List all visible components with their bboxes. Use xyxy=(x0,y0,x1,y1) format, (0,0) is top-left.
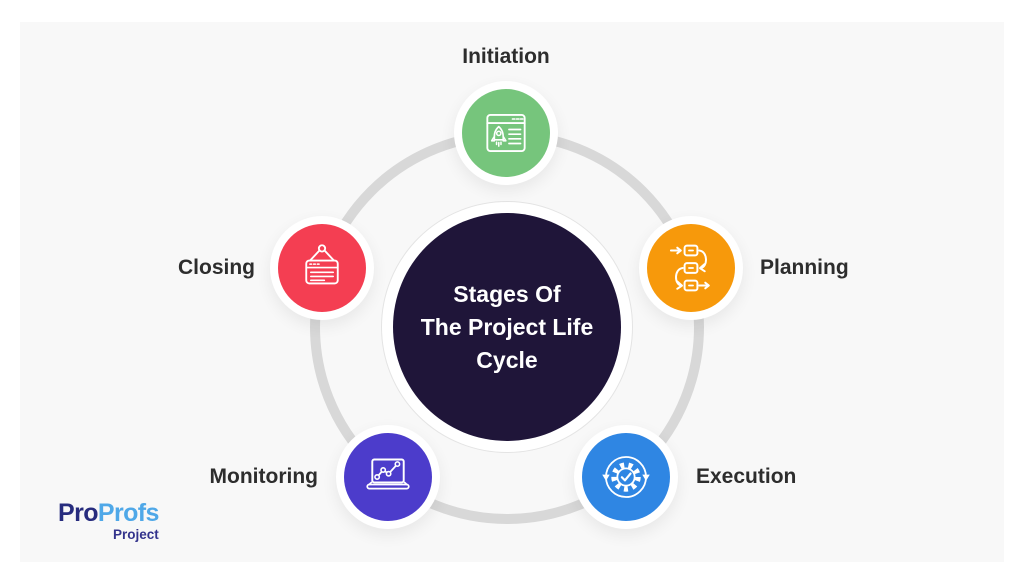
workflow-icon xyxy=(669,244,710,292)
stage-circle-execution xyxy=(582,433,670,521)
title-line-2: The Project Life xyxy=(420,313,594,340)
logo-primary-text: Pro xyxy=(58,499,98,527)
stage-label-initiation: Initiation xyxy=(462,45,550,68)
center-circle-ring: Stages Of The Project Life Cycle xyxy=(381,201,633,453)
stage-label-closing: Closing xyxy=(178,256,255,279)
logo-wordmark: ProProfs xyxy=(58,501,159,526)
hanging-sign-icon xyxy=(305,244,339,285)
stage-node-initiation xyxy=(454,81,558,185)
stage-node-monitoring xyxy=(336,425,440,529)
stage-node-execution xyxy=(574,425,678,529)
proprofs-logo: ProProfs Project xyxy=(58,501,159,542)
center-circle: Stages Of The Project Life Cycle xyxy=(393,213,621,441)
rocket-browser-icon xyxy=(486,113,526,153)
diagram-title: Stages Of The Project Life Cycle xyxy=(421,278,594,377)
stage-node-planning xyxy=(639,216,743,320)
stage-circle-monitoring xyxy=(344,433,432,521)
stage-circle-planning xyxy=(647,224,735,312)
stage-label-execution: Execution xyxy=(696,465,797,488)
title-line-1: Stages Of xyxy=(453,280,561,307)
stage-node-closing xyxy=(270,216,374,320)
title-line-3: Cycle xyxy=(476,346,538,373)
stage-circle-closing xyxy=(278,224,366,312)
stage-label-monitoring: Monitoring xyxy=(209,465,318,488)
stage-label-planning: Planning xyxy=(760,256,849,279)
gear-check-icon xyxy=(602,456,650,498)
logo-sub-text: Project xyxy=(113,527,159,542)
stage-circle-initiation xyxy=(462,89,550,177)
logo-secondary-text: Profs xyxy=(97,499,160,527)
laptop-chart-icon xyxy=(366,458,410,490)
